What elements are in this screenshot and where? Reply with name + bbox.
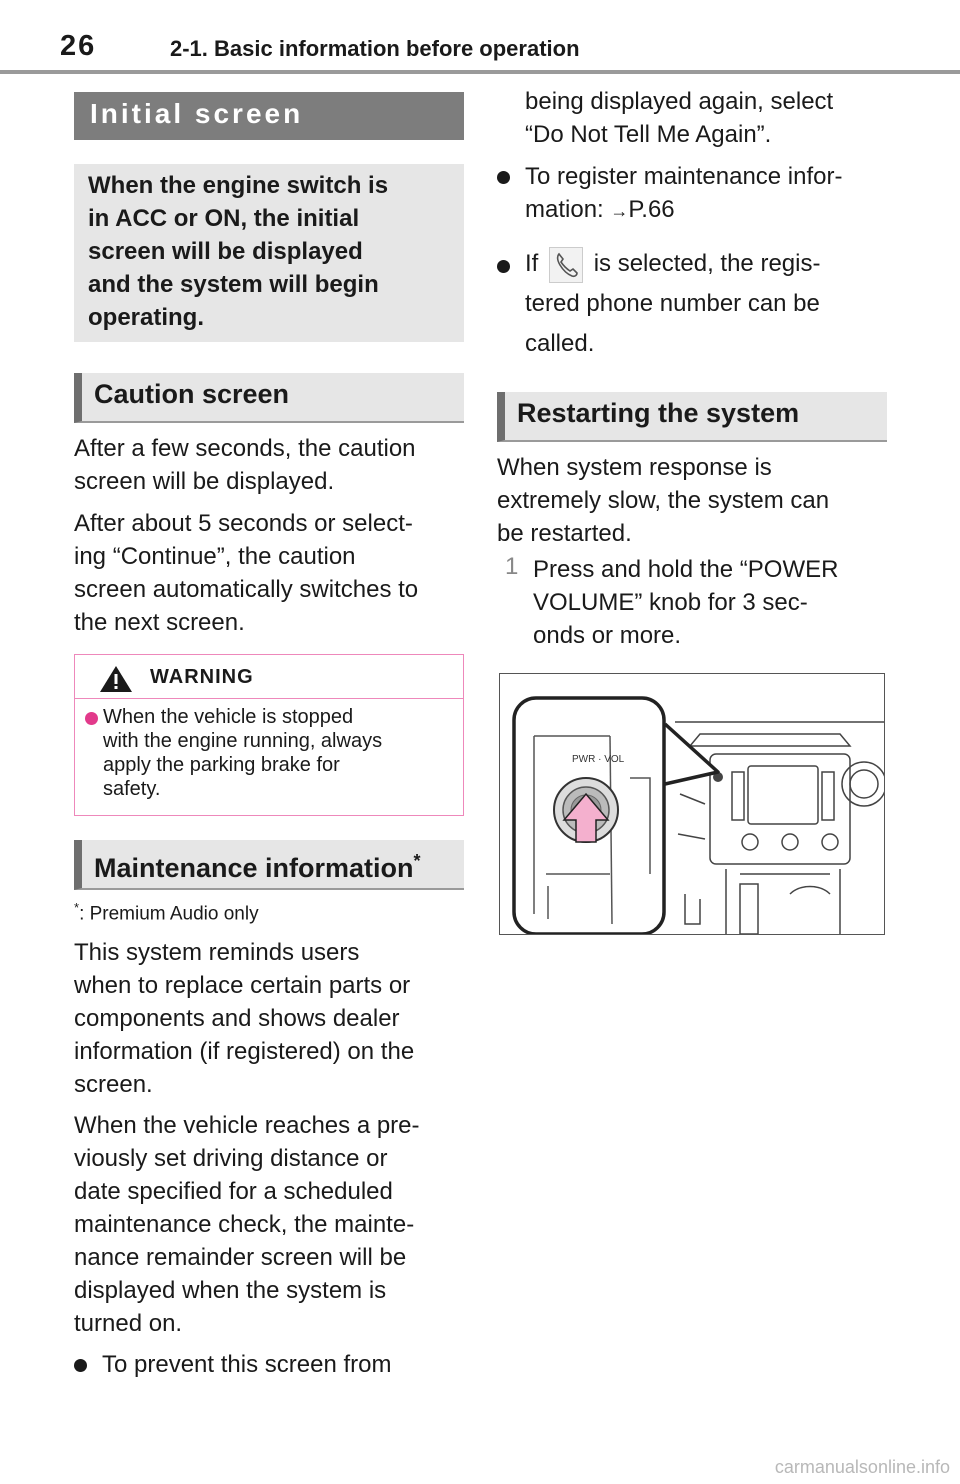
warning-header: WARNING [75, 655, 463, 699]
page-reference-link[interactable]: P.66 [628, 196, 675, 223]
maintenance-heading: Maintenance information* [74, 840, 464, 890]
bullet-continuation: being displayed again, select “Do Not Te… [525, 85, 887, 151]
text-line: when to replace certain parts or [74, 972, 411, 999]
intro-line: screen will be displayed [88, 238, 363, 265]
maintenance-heading-text: Maintenance information [94, 853, 414, 883]
warning-title: WARNING [150, 666, 254, 688]
footnote-mark: * [74, 900, 80, 915]
restart-heading-text: Restarting the system [517, 398, 800, 428]
text-line: When the vehicle reaches a pre- [74, 1112, 420, 1139]
dashboard-illustration: PWR · VOL [512, 696, 887, 936]
bullet-item: To prevent this screen from [74, 1348, 464, 1382]
caution-screen-heading: Caution screen [74, 373, 464, 423]
text-line: “Do Not Tell Me Again”. [525, 121, 772, 148]
footnote: *: Premium Audio only [74, 900, 259, 925]
header-rule [0, 70, 960, 74]
intro-line: in ACC or ON, the initial [88, 205, 360, 232]
bullet-dot-icon [74, 1359, 87, 1372]
text-line: components and shows dealer [74, 1005, 400, 1032]
intro-line: When the engine switch is [88, 172, 389, 199]
footnote-text: : Premium Audio only [79, 903, 259, 925]
text-line: This system reminds users [74, 939, 360, 966]
text-line: be restarted. [497, 520, 632, 547]
text-line: date specified for a scheduled [74, 1178, 393, 1205]
text-line: screen. [74, 1071, 153, 1098]
text-line: nance remainder screen will be [74, 1244, 407, 1271]
step-text: Press and hold the “POWER VOLUME” knob f… [533, 553, 887, 652]
text-line: being displayed again, select [525, 88, 834, 115]
initial-screen-heading: Initial screen [74, 92, 464, 140]
text-line: screen automatically switches to [74, 576, 419, 603]
text-line: After about 5 seconds or select- [74, 510, 413, 537]
text-line: When system response is [497, 454, 772, 481]
maintenance-heading-mark: * [413, 851, 421, 871]
intro-box: When the engine switch is in ACC or ON, … [74, 164, 464, 342]
intro-line: operating. [88, 304, 205, 331]
text-line: VOLUME” knob for 3 sec- [533, 589, 808, 616]
restart-heading: Restarting the system [497, 392, 887, 442]
bullet-item: If is selected, the regis- tered phone n… [497, 244, 887, 359]
maintenance-paragraph-2: When the vehicle reaches a pre- viously … [74, 1109, 464, 1340]
warning-triangle-icon [100, 666, 132, 692]
text-line: To register maintenance infor- [525, 163, 843, 190]
bullet-text: To prevent this screen from [102, 1351, 392, 1378]
text-line: maintenance check, the mainte- [74, 1211, 415, 1238]
caution-screen-heading-text: Caution screen [94, 379, 290, 409]
warning-bullet-icon [85, 712, 98, 725]
phone-icon [549, 246, 584, 283]
knob-label: PWR · VOL [572, 754, 625, 765]
warning-box: WARNING When the vehicle is stopped with… [74, 654, 464, 816]
text-line: called. [525, 330, 595, 357]
text-line: the next screen. [74, 609, 245, 636]
text-line: ing “Continue”, the caution [74, 543, 356, 570]
chapter-title: 2-1. Basic information before operation [170, 36, 580, 61]
text-line: turned on. [74, 1310, 183, 1337]
dashboard-figure: PWR · VOL [499, 673, 887, 936]
text-line: Press and hold the “POWER [533, 556, 839, 583]
maintenance-paragraph-1: This system reminds users when to replac… [74, 936, 464, 1101]
text-line: If is selected, the regis- [525, 244, 887, 284]
text-line: viously set driving distance or [74, 1145, 388, 1172]
text-line: tered phone number can be [525, 290, 820, 317]
page-number: 26 [60, 30, 97, 62]
caution-paragraph-1: After a few seconds, the caution screen … [74, 432, 464, 498]
page-header: 26 2-1. Basic information before operati… [0, 0, 960, 78]
watermark: carmanualsonline.info [774, 1457, 950, 1477]
warning-line: with the engine running, always [103, 730, 383, 752]
warning-line: When the vehicle is stopped [103, 706, 354, 728]
text-line: mation: →P.66 [525, 196, 675, 223]
text-line: onds or more. [533, 622, 682, 649]
warning-line: apply the parking brake for [103, 754, 340, 776]
step-number: 1 [505, 553, 519, 580]
warning-text: When the vehicle is stopped with the eng… [103, 705, 453, 801]
restart-paragraph: When system response is extremely slow, … [497, 451, 887, 550]
bullet-dot-icon [497, 260, 510, 273]
warning-line: safety. [103, 778, 161, 800]
text-line: After a few seconds, the caution [74, 435, 416, 462]
bullet-item: To register maintenance infor- mation: →… [497, 160, 887, 226]
text-line: extremely slow, the system can [497, 487, 830, 514]
arrow-right-icon: → [610, 201, 629, 221]
text-line: screen will be displayed. [74, 468, 335, 495]
intro-line: and the system will begin [88, 271, 379, 298]
text-line: displayed when the system is [74, 1277, 387, 1304]
caution-paragraph-2: After about 5 seconds or select- ing “Co… [74, 507, 464, 639]
text-line: information (if registered) on the [74, 1038, 415, 1065]
bullet-dot-icon [497, 171, 510, 184]
